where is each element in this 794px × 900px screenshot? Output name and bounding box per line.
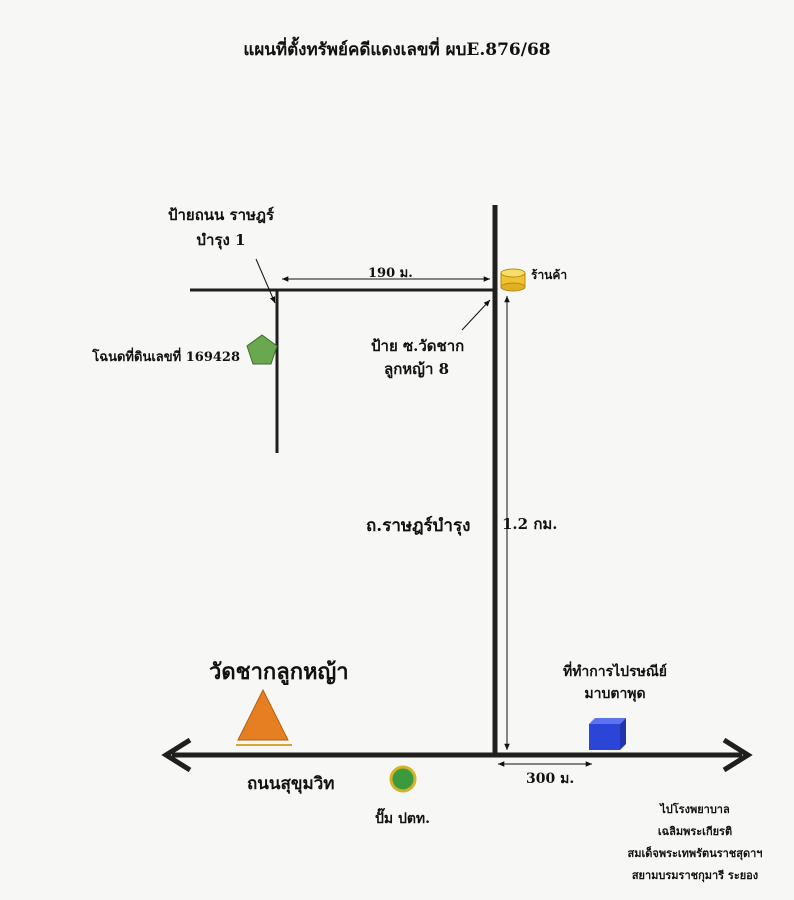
hospital-label-line3: สมเด็จพระเทพรัตนราชสุดาฯ <box>627 847 763 860</box>
distance-12km-label: 1.2 กม. <box>502 515 558 533</box>
sign-pointer-arrow <box>255 258 276 304</box>
hospital-label-line4: สยามบรมราชกุมารี ระยอง <box>631 869 759 882</box>
distance-300-label: 300 ม. <box>526 771 575 787</box>
post-office-label-line1: ที่ทำการไปรษณีย์ <box>562 664 668 680</box>
post-office-label-line2: มาบตาพุด <box>584 686 646 702</box>
soi-sign-pointer-arrow <box>461 299 491 331</box>
soi-sign-label-line1: ป้าย ซ.วัดชาก <box>371 337 465 355</box>
sukhumvit-road-label: ถนนสุขุมวิท <box>247 774 335 794</box>
pentagon-icon <box>246 334 278 365</box>
cube-icon <box>589 718 626 750</box>
road-sign-label-line2: บำรุง 1 <box>196 231 246 249</box>
road-sign-label-line1: ป้ายถนน ราษฎร์ <box>167 206 275 224</box>
circle-icon <box>389 765 417 793</box>
triangle-icon <box>236 688 292 746</box>
hospital-label-line1: ไปโรงพยาบาล <box>660 803 730 816</box>
gas-station-label: ปั๊ม ปตท. <box>374 811 431 827</box>
soi-sign-label-line2: ลูกหญ้า 8 <box>384 360 450 378</box>
page-title: แผนที่ตั้งทรัพย์คดีแดงเลขที่ ผบE.876/68 <box>243 40 551 60</box>
sukhumvit-road <box>161 737 753 773</box>
cylinder-icon <box>500 268 526 292</box>
main-road-label: ถ.ราษฎร์บำรุง <box>366 516 471 536</box>
temple-label: วัดชากลูกหญ้า <box>209 659 349 685</box>
shop-label: ร้านค้า <box>531 268 568 282</box>
title-deed-label: โฉนดที่ดินเลขที่ 169428 <box>92 350 240 365</box>
hospital-label-line2: เฉลิมพระเกียรติ <box>657 825 733 838</box>
distance-190-label: 190 ม. <box>368 266 413 281</box>
